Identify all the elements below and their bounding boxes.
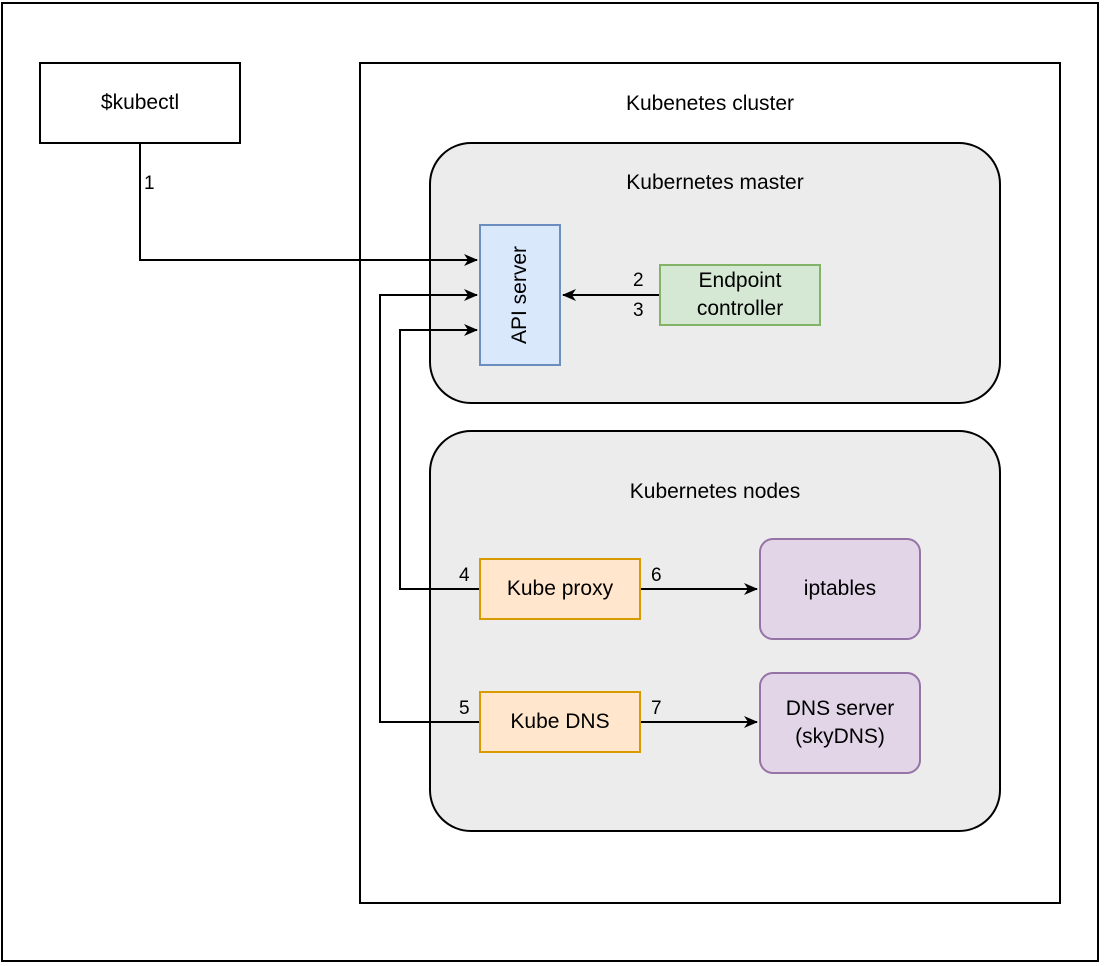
kube-dns-node[interactable]: Kube DNS bbox=[479, 691, 641, 753]
nodes-title: Kubernetes nodes bbox=[629, 480, 801, 503]
endpoint-controller-label-line1: Endpoint bbox=[698, 269, 782, 292]
api-server-label: API server bbox=[508, 245, 531, 345]
kubectl-node[interactable]: $kubectl bbox=[39, 62, 241, 144]
cluster-title: Kubenetes cluster bbox=[625, 92, 795, 115]
iptables-label: iptables bbox=[803, 577, 877, 600]
step-label-4: 4 bbox=[459, 565, 470, 586]
step-label-1: 1 bbox=[144, 173, 155, 194]
kube-proxy-node[interactable]: Kube proxy bbox=[479, 558, 641, 620]
step-label-3: 3 bbox=[633, 300, 644, 321]
kube-dns-label: Kube DNS bbox=[510, 710, 610, 733]
dns-server-label-line2: (skyDNS) bbox=[795, 725, 885, 748]
dns-server-node[interactable]: DNS server (skyDNS) bbox=[759, 672, 921, 774]
step-label-6: 6 bbox=[651, 565, 662, 586]
kube-proxy-label: Kube proxy bbox=[506, 577, 614, 600]
iptables-node[interactable]: iptables bbox=[759, 538, 921, 640]
step-label-2: 2 bbox=[633, 270, 644, 291]
step-label-7: 7 bbox=[651, 698, 662, 719]
endpoint-controller-label-line2: controller bbox=[696, 297, 784, 320]
kubectl-label: $kubectl bbox=[100, 91, 180, 114]
endpoint-controller-node[interactable]: Endpoint controller bbox=[659, 264, 821, 326]
dns-server-label-line1: DNS server bbox=[785, 697, 895, 720]
step-label-5: 5 bbox=[459, 698, 470, 719]
master-title: Kubernetes master bbox=[626, 171, 804, 194]
api-server-node[interactable]: API server bbox=[479, 224, 561, 366]
